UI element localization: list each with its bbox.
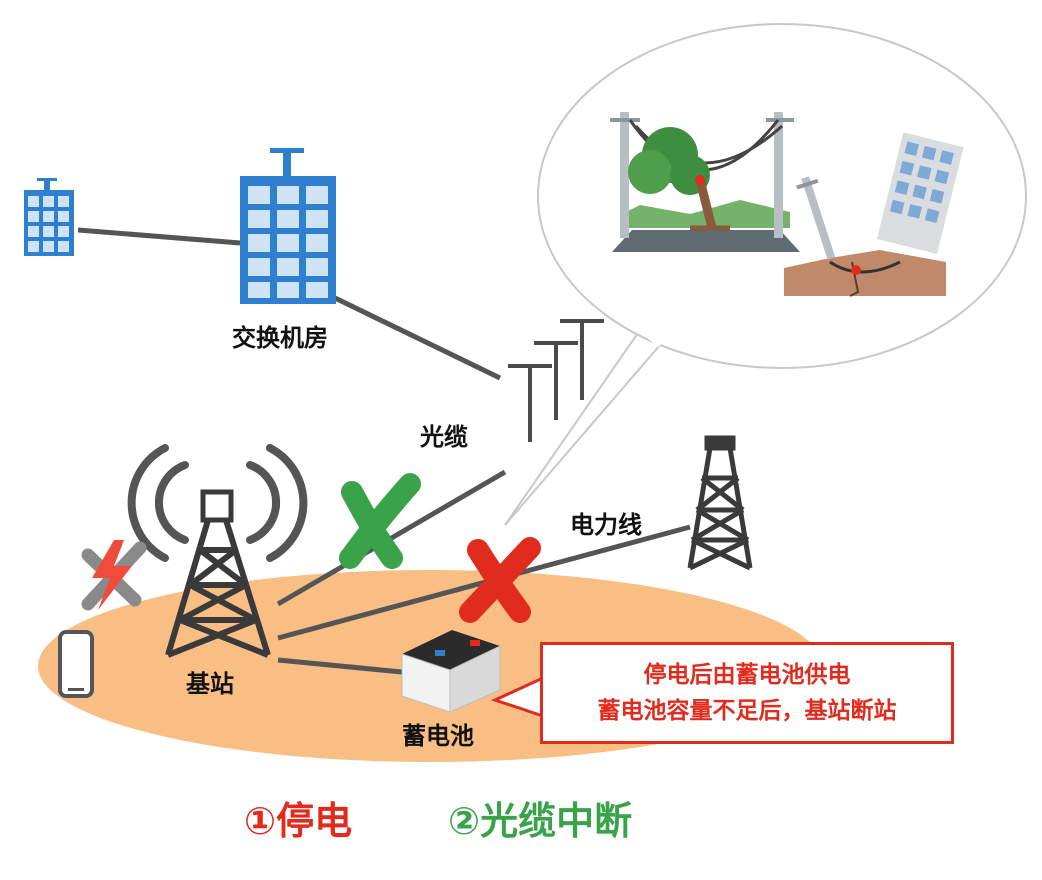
exchange-building-icon: [240, 148, 336, 304]
earthquake-scene-icon: [784, 132, 964, 297]
no-service-lightning-icon: [81, 540, 147, 611]
fallen-tree-scene-icon: [610, 112, 800, 252]
callout-line-1: 停电后由蓄电池供电: [643, 662, 851, 688]
link-office-to-exchange: [77, 227, 241, 246]
small-office-building-icon: [24, 178, 74, 256]
utility-poles-icon: [508, 319, 604, 442]
battery-callout-box: 停电后由蓄电池供电 蓄电池容量不足后，基站断站: [540, 642, 954, 744]
link-exchange-to-pole: [333, 295, 502, 381]
battery-icon: [401, 630, 501, 713]
fiber-cut-marker-icon: [339, 473, 421, 569]
exchange-room-label: 交换机房: [232, 324, 328, 352]
power-line-label: 电力线: [570, 511, 642, 539]
callout-line-2: 蓄电池容量不足后，基站断站: [597, 698, 897, 724]
battery-label: 蓄电池: [402, 722, 474, 750]
disaster-thought-bubble: [504, 23, 1027, 526]
base-station-tower-icon: [127, 444, 308, 658]
fiber-cable-label: 光缆: [420, 423, 468, 451]
power-outage-marker-icon: [459, 537, 541, 623]
link-station-to-battery: [277, 657, 403, 675]
legend-power-outage: ①停电: [244, 799, 353, 843]
power-tower-icon: [687, 435, 753, 571]
legend-fiber-cut: ②光缆中断: [448, 799, 633, 843]
mobile-phone-icon: [58, 630, 94, 698]
base-station-label: 基站: [186, 670, 234, 698]
